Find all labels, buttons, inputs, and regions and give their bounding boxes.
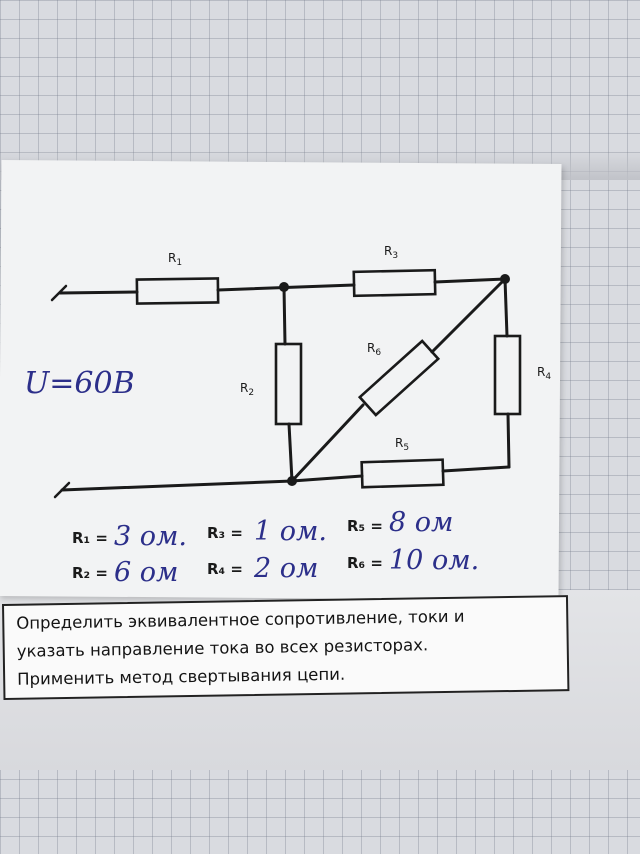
wire-bottom-right — [441, 465, 511, 473]
resistor-r1 — [135, 277, 220, 305]
r3-value: 1 oм. — [254, 516, 327, 547]
r3-label: R₃ = — [207, 524, 243, 542]
r5-value: 8 oм — [389, 507, 453, 538]
label-r2: R2 — [240, 381, 254, 398]
node-a — [279, 282, 289, 292]
terminal-bottom — [53, 481, 71, 499]
wire-r4-top — [503, 277, 509, 338]
node-c — [287, 476, 297, 486]
resistor-r4 — [493, 334, 522, 416]
task-box: Определить эквивалентное сопротивление, … — [2, 595, 570, 700]
wire-bottom-left — [60, 479, 294, 492]
wire-r6-upper — [430, 277, 507, 354]
resistor-r2 — [274, 342, 303, 426]
label-r3: R3 — [384, 244, 398, 261]
wire-top-left — [58, 290, 139, 295]
r6-label: R₆ = — [347, 554, 383, 572]
resistor-r5 — [360, 458, 445, 489]
r2-value: 6 oм — [114, 557, 178, 588]
r5-label: R₅ = — [347, 517, 383, 535]
wire-bottom-mid — [290, 474, 364, 483]
label-r4: R4 — [537, 365, 551, 382]
voltage-note: U=60B — [24, 366, 135, 401]
wire-r4-bottom — [506, 412, 511, 469]
resistor-r6 — [357, 339, 441, 417]
wire-r2-top — [282, 285, 287, 346]
r4-label: R₄ = — [207, 560, 243, 578]
wire-r2-bottom — [287, 422, 294, 483]
r6-value: 10 oм. — [389, 545, 479, 576]
r2-label: R₂ = — [72, 564, 108, 582]
resistor-r3 — [352, 268, 437, 298]
label-r5: R5 — [395, 436, 409, 453]
r4-value: 2 oм — [253, 553, 318, 584]
terminal-top — [50, 284, 68, 302]
r1-label: R₁ = — [72, 529, 108, 547]
label-r6: R6 — [367, 341, 381, 358]
node-b — [500, 274, 510, 284]
task-line-2: указать направление тока во всех резисто… — [16, 635, 429, 661]
r1-value: 3 oм. — [114, 521, 187, 552]
wire-top-right — [433, 277, 507, 284]
label-r1: R1 — [168, 251, 182, 268]
task-line-3: Применить метод свертывания цепи. — [17, 664, 346, 689]
task-line-1: Определить эквивалентное сопротивление, … — [16, 606, 465, 633]
wire-r6-lower — [290, 403, 365, 483]
